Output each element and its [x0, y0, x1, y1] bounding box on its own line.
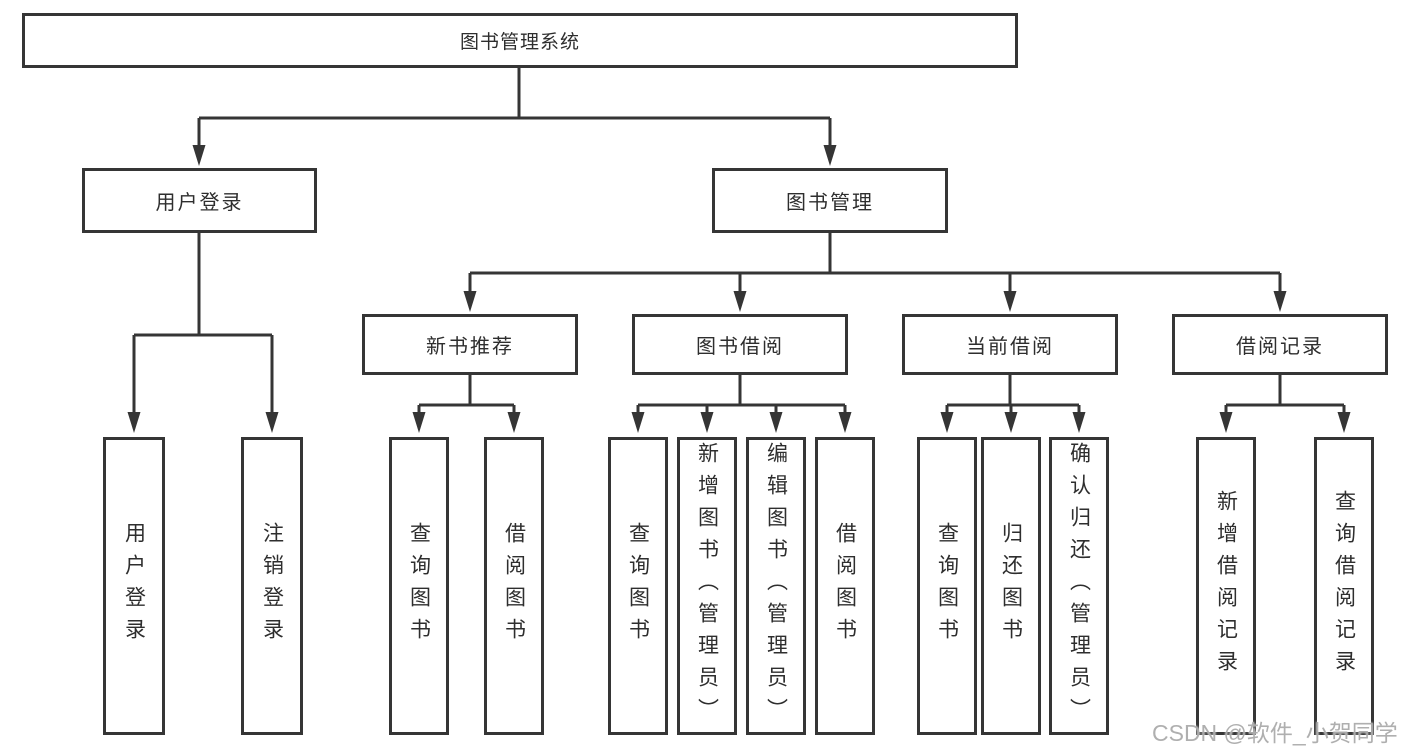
node-root-library-management-system: 图书管理系统 [22, 13, 1018, 68]
leaf-borrow-books: 借阅图书 [815, 437, 875, 735]
leaf-add-book-admin-label: 新增图书（管理员） [695, 442, 719, 730]
node-book-management: 图书管理 [712, 168, 948, 233]
leaf-return-books: 归还图书 [981, 437, 1041, 735]
leaf-borrow-books-label: 借阅图书 [833, 522, 857, 650]
node-borrowing-records: 借阅记录 [1172, 314, 1388, 375]
leaf-add-borrow-record-label: 新增借阅记录 [1214, 490, 1238, 682]
node-current-borrowing: 当前借阅 [902, 314, 1118, 375]
leaf-user-login: 用户登录 [103, 437, 165, 735]
leaf-logout-label: 注销登录 [260, 522, 284, 650]
leaf-edit-book-admin: 编辑图书（管理员） [746, 437, 806, 735]
leaf-confirm-return-admin: 确认归还（管理员） [1049, 437, 1109, 735]
leaf-borrow-books-recommend: 借阅图书 [484, 437, 544, 735]
leaf-edit-book-admin-label: 编辑图书（管理员） [764, 442, 788, 730]
node-book-borrowing: 图书借阅 [632, 314, 848, 375]
leaf-query-books-current-label: 查询图书 [935, 522, 959, 650]
csdn-watermark: CSDN @软件_小贺同学 [1152, 720, 1398, 746]
leaf-query-books-recommend-label: 查询图书 [407, 522, 431, 650]
leaf-query-books-current: 查询图书 [917, 437, 977, 735]
leaf-user-login-label: 用户登录 [122, 522, 146, 650]
node-user-login: 用户登录 [82, 168, 317, 233]
leaf-confirm-return-admin-label: 确认归还（管理员） [1067, 442, 1091, 730]
leaf-query-borrow-record: 查询借阅记录 [1314, 437, 1374, 735]
leaf-query-books-recommend: 查询图书 [389, 437, 449, 735]
leaf-logout: 注销登录 [241, 437, 303, 735]
leaf-add-borrow-record: 新增借阅记录 [1196, 437, 1256, 735]
leaf-borrow-books-recommend-label: 借阅图书 [502, 522, 526, 650]
leaf-add-book-admin: 新增图书（管理员） [677, 437, 737, 735]
tree-edges [132, 68, 1346, 415]
node-new-book-recommendation: 新书推荐 [362, 314, 578, 375]
leaf-query-books-borrowing: 查询图书 [608, 437, 668, 735]
leaf-return-books-label: 归还图书 [999, 522, 1023, 650]
leaf-query-borrow-record-label: 查询借阅记录 [1332, 490, 1356, 682]
leaf-query-books-borrowing-label: 查询图书 [626, 522, 650, 650]
